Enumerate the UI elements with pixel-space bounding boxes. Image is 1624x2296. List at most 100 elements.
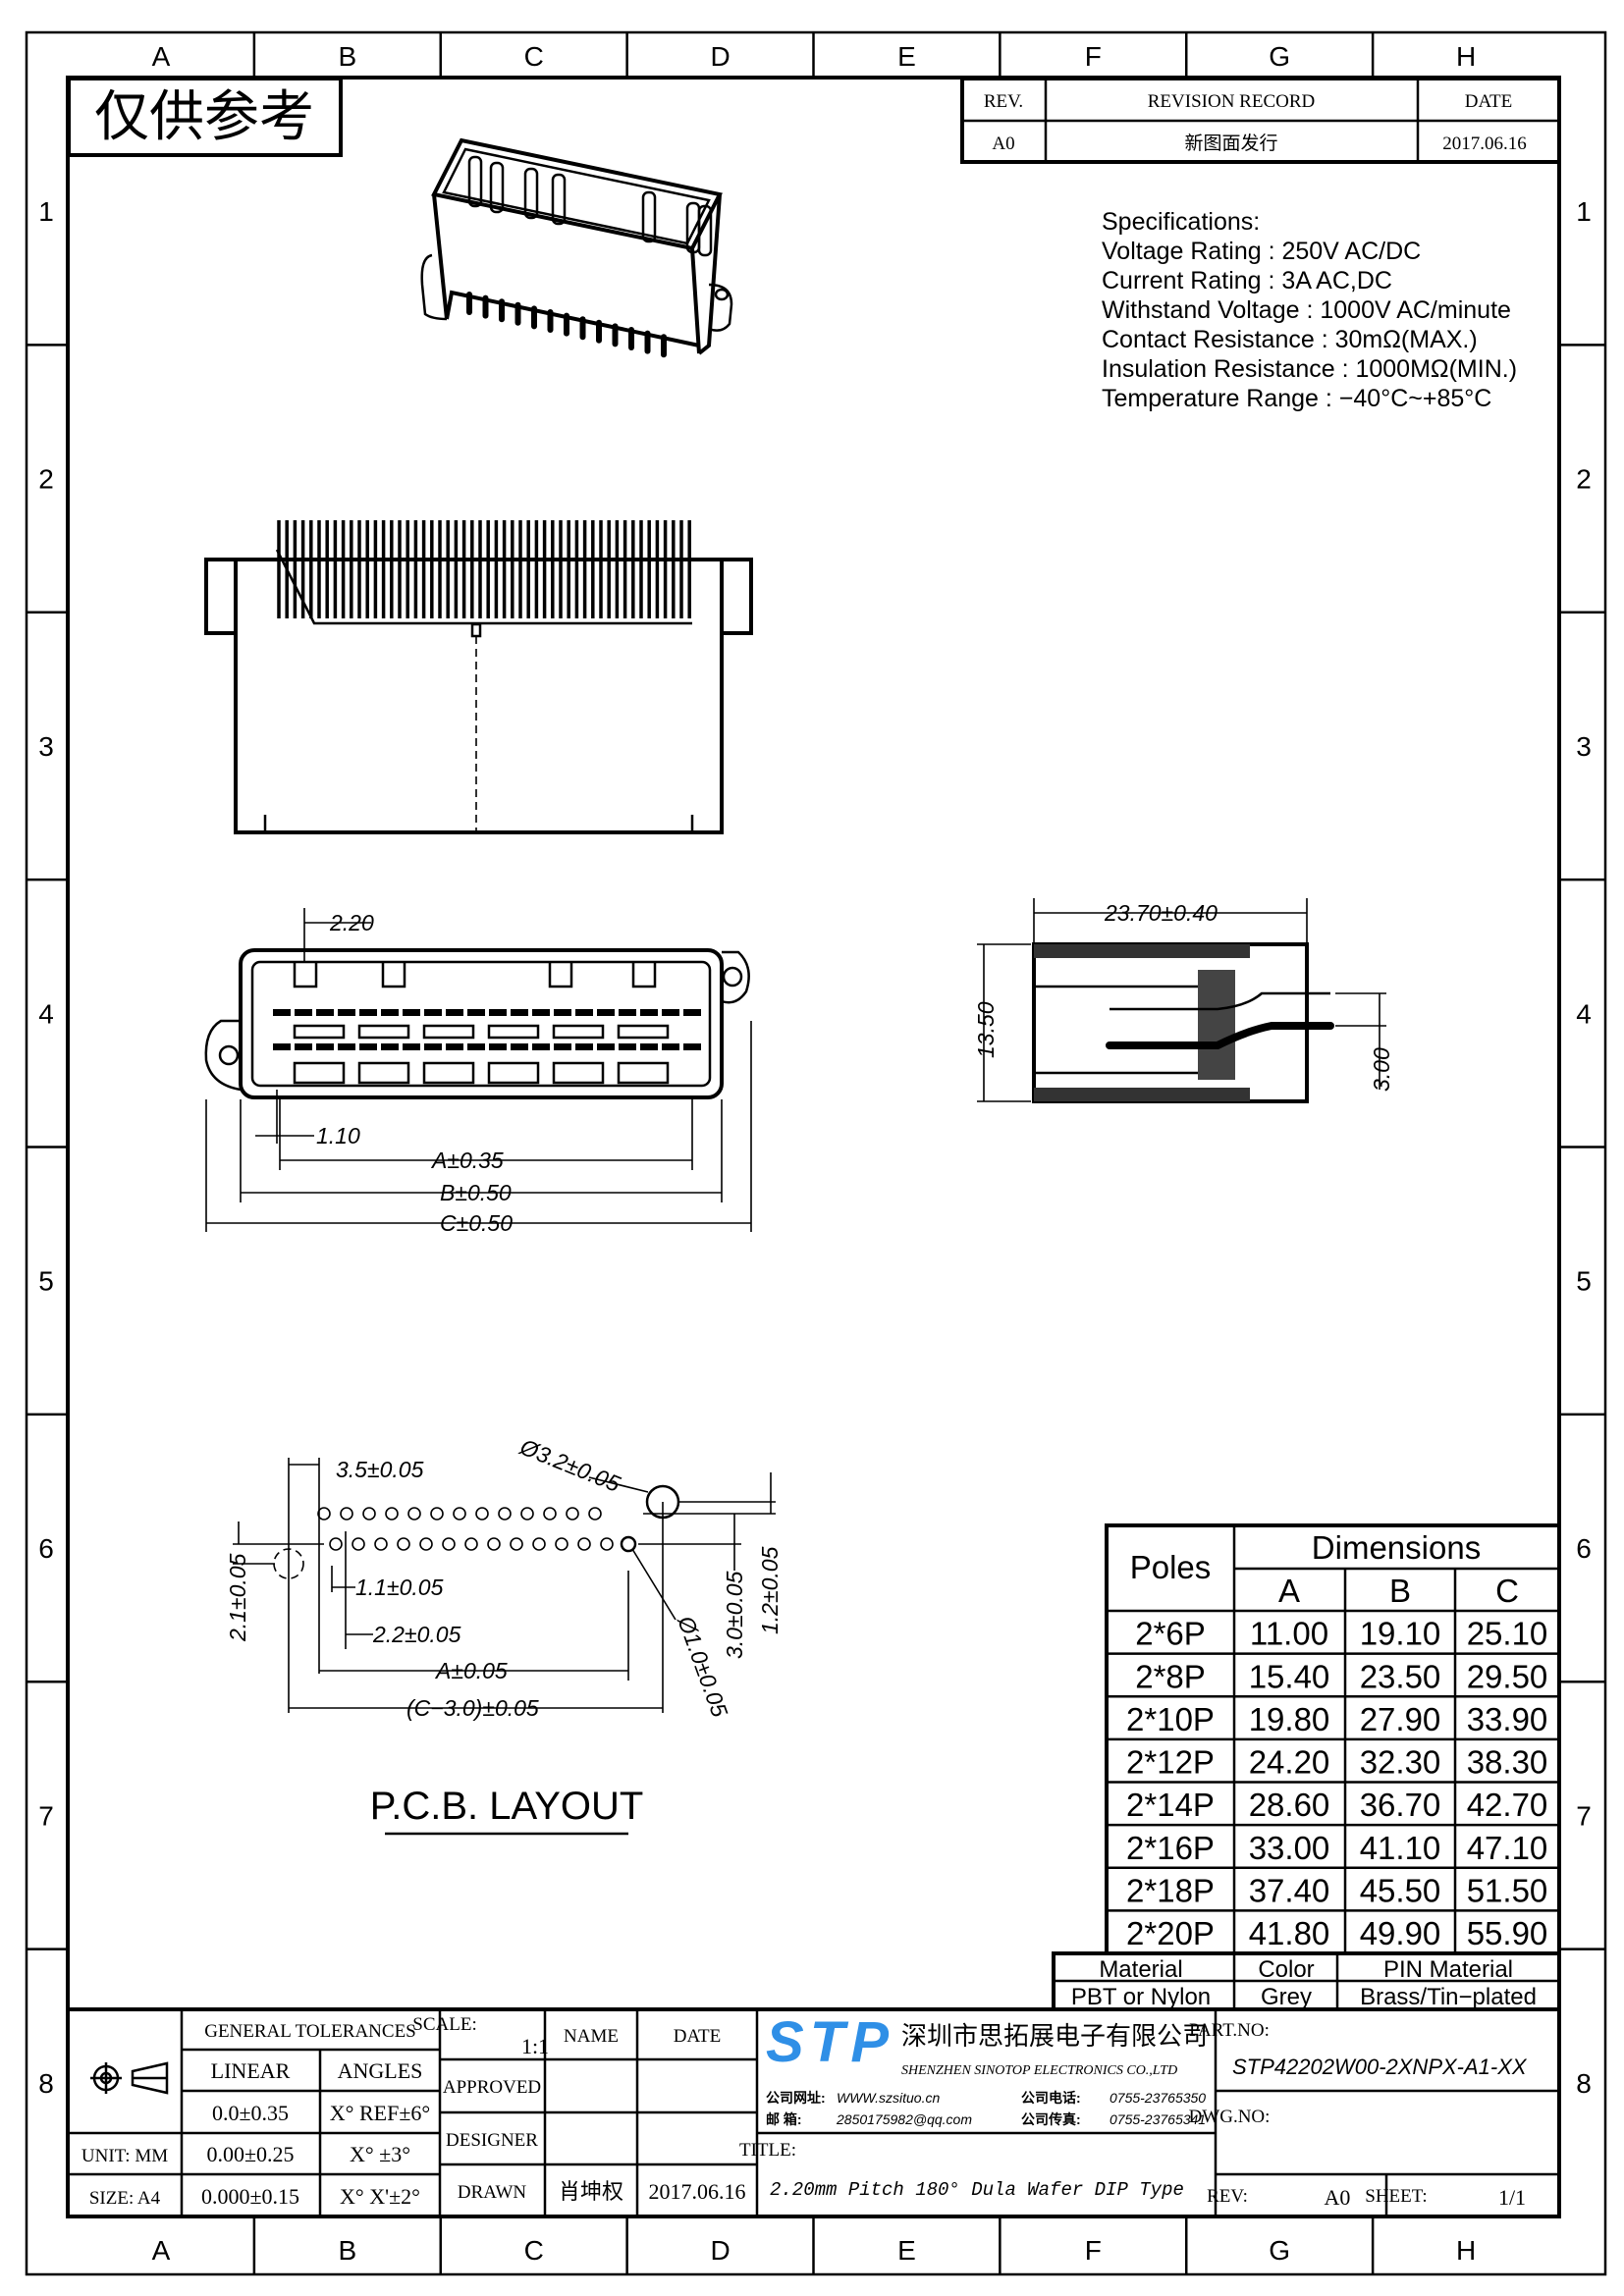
contact-rib-icon	[523, 167, 539, 220]
dim-height: 13.50	[973, 1001, 999, 1058]
grid-row-label: 7	[1576, 1800, 1592, 1831]
table-cell-a: 28.60	[1249, 1787, 1330, 1823]
pin-icon	[316, 1009, 334, 1016]
side-view: 23.70±0.40 13.50 3.00	[973, 898, 1394, 1103]
table-header-c: C	[1495, 1573, 1519, 1609]
pcb-hole	[442, 1537, 456, 1551]
grid-column-label: C	[524, 2235, 544, 2266]
scale-label: SCALE:	[412, 2014, 476, 2035]
contact-rib-icon	[697, 204, 713, 257]
pin-icon	[554, 1043, 571, 1050]
pcb-dim-edge: 3.5±0.05	[336, 1457, 424, 1482]
front-view: 2.20 1.10 A±0.35 B±0.50 C±0.50	[204, 908, 752, 1236]
grid-column-label: A	[152, 2235, 171, 2266]
table-cell-c: 33.90	[1467, 1701, 1548, 1737]
dim-length: 23.70±0.40	[1104, 900, 1218, 926]
spec-line: Withstand Voltage : 1000V AC/minute	[1102, 296, 1511, 324]
pin-icon	[316, 1043, 334, 1050]
pin-icon	[359, 1043, 377, 1050]
table-cell-poles: 2*20P	[1126, 1915, 1215, 1951]
pin-icon	[424, 1043, 442, 1050]
grid-row-label: 8	[38, 2068, 54, 2099]
grid-row-label: 6	[1576, 1533, 1592, 1564]
dim-row-spacing: 3.00	[1369, 1047, 1394, 1092]
cavity-slot	[422, 1024, 475, 1040]
website: WWW.szsituo.cn	[837, 2090, 940, 2106]
dim-c: C±0.50	[440, 1210, 513, 1236]
revision-rev: A0	[992, 133, 1014, 154]
pcb-hole	[430, 1507, 444, 1521]
rev-value: A0	[1325, 2185, 1351, 2210]
drawn-date: 2017.06.16	[649, 2179, 746, 2204]
table-cell-b: 41.10	[1360, 1830, 1441, 1866]
pcb-hole	[397, 1537, 410, 1551]
dim-pitch: 2.20	[329, 910, 374, 935]
pin-icon	[338, 1009, 355, 1016]
grid-row-label: 8	[1576, 2068, 1592, 2099]
table-header-poles: Poles	[1130, 1549, 1212, 1585]
grid-column-label: B	[338, 2235, 356, 2266]
table-cell-poles: 2*6P	[1135, 1616, 1206, 1652]
title-block: GENERAL TOLERANCES LINEAR ANGLES 0.0±0.3…	[66, 2007, 1561, 2218]
grid-column-label: G	[1269, 2235, 1290, 2266]
cavity-slot	[357, 1061, 410, 1085]
pin-icon	[446, 1009, 463, 1016]
phone-label: 公司电话:	[1021, 2090, 1081, 2106]
pcb-layout-title: P.C.B. LAYOUT	[370, 1785, 644, 1828]
dim-b: B±0.50	[440, 1180, 512, 1205]
table-cell-b: 45.50	[1360, 1872, 1441, 1908]
dwg-no-label: DWG.NO:	[1189, 2107, 1271, 2127]
material-value: PBT or Nylon	[1071, 1984, 1211, 2010]
table-cell-b: 23.50	[1360, 1658, 1441, 1694]
table-cell-poles: 2*14P	[1126, 1787, 1215, 1823]
grid-row-label: 1	[1576, 196, 1592, 227]
table-cell-a: 11.00	[1250, 1616, 1328, 1652]
general-tolerances-label: GENERAL TOLERANCES	[204, 2021, 416, 2042]
grid-row-label: 7	[38, 1800, 54, 1831]
pin-icon	[662, 1009, 679, 1016]
pin-material-value: Brass/Tin−plated	[1360, 1984, 1537, 2010]
contact-rib-icon	[467, 155, 483, 208]
latch-notch	[548, 962, 573, 988]
contact-rib-icon	[641, 190, 657, 243]
pin-icon	[359, 1009, 377, 1016]
sheet-label: SHEET:	[1365, 2186, 1427, 2207]
angle-tolerance: X° ±3°	[350, 2142, 410, 2166]
pcb-hole	[532, 1537, 546, 1551]
rev-label: REV:	[1207, 2186, 1248, 2207]
revision-header-rev: REV.	[984, 91, 1023, 112]
specifications: Specifications: Voltage Rating : 250V AC…	[1102, 208, 1517, 412]
pin-icon	[338, 1043, 355, 1050]
spec-line: Contact Resistance : 30mΩ(MAX.)	[1102, 326, 1478, 353]
grid-row-label: 2	[1576, 464, 1592, 495]
pcb-hole	[543, 1507, 557, 1521]
fax: 0755-23765341	[1110, 2111, 1206, 2127]
pin-icon	[489, 1009, 507, 1016]
table-cell-poles: 2*8P	[1135, 1658, 1206, 1694]
pin-material-header: PIN Material	[1383, 1956, 1513, 1983]
grid-column-label: A	[152, 41, 171, 72]
grid-row-label: 6	[38, 1533, 54, 1564]
pcb-hole	[487, 1537, 501, 1551]
table-cell-poles: 2*10P	[1126, 1701, 1215, 1737]
table-header-a: A	[1278, 1573, 1300, 1609]
pin-icon	[640, 1009, 658, 1016]
contact-rib-icon	[551, 173, 567, 226]
table-cell-a: 24.20	[1249, 1744, 1330, 1781]
grid-row-label: 3	[1576, 731, 1592, 762]
grid-row-label: 1	[38, 196, 54, 227]
grid-column-label: D	[710, 2235, 730, 2266]
pin-icon	[273, 1009, 291, 1016]
isometric-view	[420, 137, 733, 358]
pcb-hole	[362, 1507, 376, 1521]
table-cell-c: 25.10	[1467, 1616, 1548, 1652]
revision-header-record: REVISION RECORD	[1148, 91, 1315, 112]
designer-label: DESIGNER	[446, 2130, 538, 2151]
unit-label: UNIT: MM	[81, 2146, 168, 2166]
pin-icon	[554, 1009, 571, 1016]
table-cell-a: 37.40	[1249, 1872, 1330, 1908]
